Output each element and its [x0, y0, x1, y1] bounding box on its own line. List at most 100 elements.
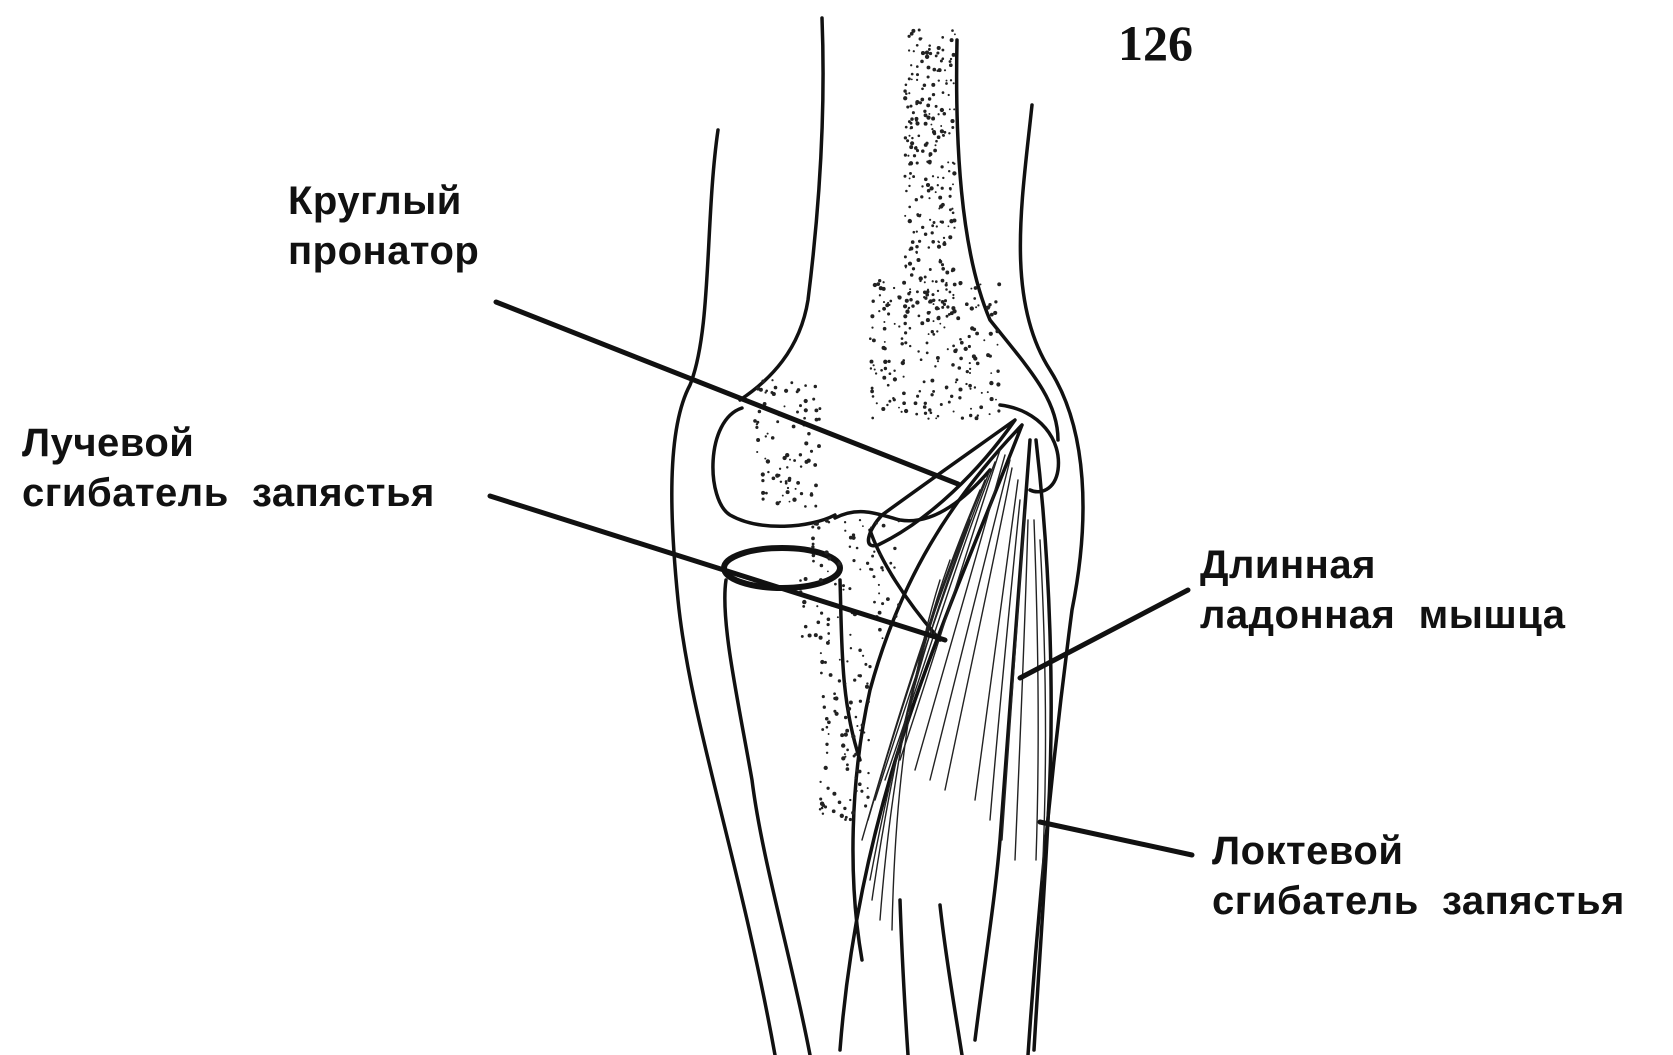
stipple-dot	[977, 304, 979, 306]
stipple-dot	[921, 87, 924, 90]
stipple-dot	[929, 52, 932, 55]
stipple-dot	[912, 175, 915, 178]
stipple-dot	[995, 399, 997, 401]
stipple-dot	[910, 141, 914, 145]
stipple-dot	[908, 219, 912, 223]
stipple-dot	[833, 697, 836, 700]
stipple-dot	[995, 330, 999, 334]
leader-flexor-carpi-ulnaris	[1040, 822, 1192, 855]
stipple-dot	[889, 562, 892, 565]
stipple-dot	[938, 196, 942, 200]
stipple-dot	[915, 198, 918, 201]
stipple-dot	[916, 65, 919, 68]
stipple-dot	[932, 333, 935, 336]
stipple-dot	[815, 522, 819, 526]
stipple-dot	[765, 390, 768, 393]
stipple-dot	[909, 298, 913, 302]
stipple-dot	[951, 363, 955, 367]
stipple-dot	[954, 33, 956, 35]
stipple-dot	[940, 125, 942, 127]
stipple-dot	[936, 356, 940, 360]
stipple-dot	[904, 255, 907, 258]
stipple-dot	[792, 425, 796, 429]
stipple-dot	[945, 387, 948, 390]
stipple-dot	[796, 481, 800, 485]
stipple-dot	[947, 348, 949, 350]
stipple-dot	[911, 240, 915, 244]
stipple-dot	[761, 491, 765, 495]
stipple-dot	[930, 124, 932, 126]
stipple-dot	[828, 733, 830, 735]
stipple-dot	[933, 320, 935, 322]
stipple-dot	[848, 587, 851, 590]
stipple-dot	[882, 307, 886, 311]
stipple-dot	[943, 237, 945, 239]
stipple-dot	[965, 302, 969, 306]
stipple-dot	[759, 388, 763, 392]
stipple-dot	[913, 154, 916, 157]
stipple-dot	[994, 300, 997, 303]
stipple-dot	[901, 411, 903, 413]
stipple-dot	[812, 543, 815, 546]
stipple-dot	[816, 620, 820, 624]
stipple-dot	[941, 306, 944, 309]
stipple-dot	[873, 601, 876, 604]
stipple-dot	[882, 637, 884, 639]
stipple-dot	[918, 29, 921, 32]
stipple-dot	[813, 463, 817, 467]
stipple-dot	[953, 108, 955, 110]
stipple-dot	[952, 171, 956, 175]
stipple-dot	[923, 405, 927, 409]
stipple-dot	[915, 103, 918, 106]
stipple-dot	[927, 161, 930, 164]
stipple-dot	[915, 121, 919, 125]
leader-flexor-carpi-radialis	[490, 496, 945, 640]
stipple-dot	[910, 64, 912, 66]
stipple-dot	[938, 68, 942, 72]
stipple-dot	[941, 263, 944, 266]
arm-outline-right	[1020, 105, 1083, 1055]
stipple-dot	[926, 341, 929, 344]
stipple-dot	[767, 433, 769, 435]
stipple-dot	[893, 398, 896, 401]
stipple-dot	[790, 381, 793, 384]
stipple-dot	[937, 46, 941, 50]
stipple-dot	[784, 405, 786, 407]
stipple-dot	[792, 498, 796, 502]
stipple-dot	[937, 184, 939, 186]
stipple-dot	[959, 282, 962, 285]
stipple-dot	[876, 402, 878, 404]
stipple-dot	[941, 49, 944, 52]
stipple-dot	[952, 162, 954, 164]
stipple-dot	[952, 309, 956, 313]
stipple-dot	[810, 493, 814, 497]
stipple-dot	[940, 221, 943, 224]
stipple-dot	[755, 426, 758, 429]
label-pronator-teres-line1: Круглый	[288, 176, 479, 226]
radius-lateral-edge	[725, 580, 810, 1055]
stipple-dot	[955, 381, 957, 383]
stipple-dot	[819, 578, 823, 582]
stipple-dot	[951, 29, 954, 32]
stipple-dot	[889, 372, 892, 375]
stipple-dot	[915, 300, 919, 304]
stipple-dot	[776, 420, 779, 423]
stipple-dot	[878, 310, 880, 312]
stipple-dot	[952, 297, 954, 299]
stipple-dot	[949, 108, 951, 110]
stipple-dot	[850, 647, 852, 649]
stipple-dot	[911, 79, 913, 81]
muscle-fibers	[862, 450, 1046, 930]
stipple-dot	[942, 134, 945, 137]
stipple-dot	[870, 390, 874, 394]
stipple-dot	[908, 77, 911, 80]
stipple-dot	[950, 38, 954, 42]
stipple-dot	[852, 559, 855, 562]
stipple-dot	[811, 545, 814, 548]
stipple-dot	[936, 225, 938, 227]
stipple-dot	[910, 126, 913, 129]
stipple-dot	[953, 349, 957, 353]
stipple-dot	[880, 369, 883, 372]
stipple-dot	[887, 384, 890, 387]
stipple-dot	[787, 478, 791, 482]
